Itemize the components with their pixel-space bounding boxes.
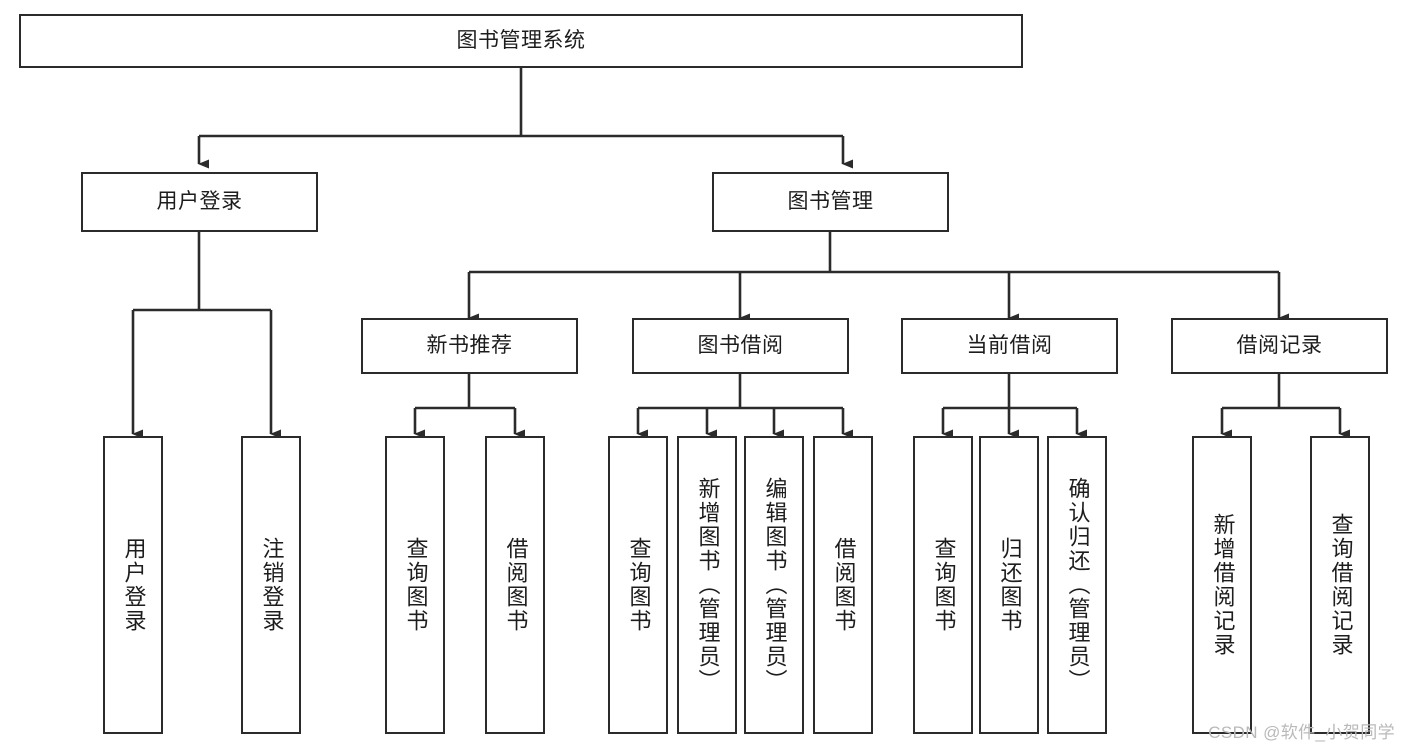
leaf-query-borrow-record[interactable]: 查询借阅记录 bbox=[1310, 436, 1370, 734]
leaf-user-logout-label: 注销登录 bbox=[259, 537, 285, 633]
leaf-user-login-label: 用户登录 bbox=[121, 537, 147, 633]
leaf-borrow-book-2-label: 借阅图书 bbox=[831, 537, 857, 633]
leaf-user-logout[interactable]: 注销登录 bbox=[241, 436, 301, 734]
csdn-watermark: CSDN @软件_小贺同学 bbox=[1208, 723, 1395, 742]
leaf-confirm-return[interactable]: 确认归还（管理员） bbox=[1047, 436, 1107, 734]
leaf-user-login[interactable]: 用户登录 bbox=[103, 436, 163, 734]
node-current-borrow-label: 当前借阅 bbox=[966, 334, 1053, 358]
leaf-add-book[interactable]: 新增图书（管理员） bbox=[677, 436, 737, 734]
leaf-query-book-3[interactable]: 查询图书 bbox=[913, 436, 973, 734]
leaf-edit-book[interactable]: 编辑图书（管理员） bbox=[744, 436, 804, 734]
leaf-query-borrow-record-label: 查询借阅记录 bbox=[1328, 513, 1354, 657]
node-book-borrow-label: 图书借阅 bbox=[697, 334, 784, 358]
node-book-borrow[interactable]: 图书借阅 bbox=[632, 318, 849, 374]
node-book-manage-label: 图书管理 bbox=[787, 190, 874, 214]
leaf-add-borrow-record[interactable]: 新增借阅记录 bbox=[1192, 436, 1252, 734]
leaf-return-book-label: 归还图书 bbox=[997, 537, 1023, 633]
leaf-query-book-2[interactable]: 查询图书 bbox=[608, 436, 668, 734]
node-new-book-recommend[interactable]: 新书推荐 bbox=[361, 318, 578, 374]
node-current-borrow[interactable]: 当前借阅 bbox=[901, 318, 1118, 374]
leaf-query-book-2-label: 查询图书 bbox=[626, 537, 652, 633]
leaf-return-book[interactable]: 归还图书 bbox=[979, 436, 1039, 734]
node-root-label: 图书管理系统 bbox=[456, 29, 586, 53]
node-borrow-record-label: 借阅记录 bbox=[1236, 334, 1323, 358]
leaf-borrow-book-1[interactable]: 借阅图书 bbox=[485, 436, 545, 734]
node-book-manage[interactable]: 图书管理 bbox=[712, 172, 949, 232]
leaf-query-book-3-label: 查询图书 bbox=[931, 537, 957, 633]
leaf-borrow-book-2[interactable]: 借阅图书 bbox=[813, 436, 873, 734]
leaf-query-book-1-label: 查询图书 bbox=[403, 537, 429, 633]
leaf-add-book-label: 新增图书（管理员） bbox=[695, 477, 721, 693]
node-user-login-label: 用户登录 bbox=[156, 190, 243, 214]
leaf-borrow-book-1-label: 借阅图书 bbox=[503, 537, 529, 633]
node-new-book-recommend-label: 新书推荐 bbox=[426, 334, 513, 358]
node-borrow-record[interactable]: 借阅记录 bbox=[1171, 318, 1388, 374]
leaf-confirm-return-label: 确认归还（管理员） bbox=[1065, 477, 1091, 693]
node-user-login[interactable]: 用户登录 bbox=[81, 172, 318, 232]
leaf-query-book-1[interactable]: 查询图书 bbox=[385, 436, 445, 734]
node-root[interactable]: 图书管理系统 bbox=[19, 14, 1023, 68]
leaf-add-borrow-record-label: 新增借阅记录 bbox=[1210, 513, 1236, 657]
leaf-edit-book-label: 编辑图书（管理员） bbox=[762, 477, 788, 693]
